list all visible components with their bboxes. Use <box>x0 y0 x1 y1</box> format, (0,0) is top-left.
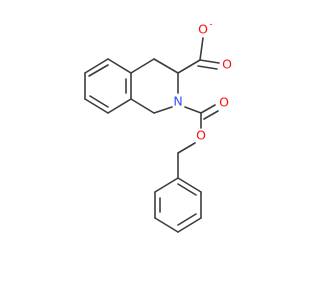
bond-single <box>153 106 173 114</box>
oxygen-atom-label: O <box>196 128 206 143</box>
nitrogen-atom-label: N <box>173 94 182 109</box>
bond-single <box>130 58 155 74</box>
oxygen-atom-label: O <box>219 95 229 110</box>
bond-single <box>130 98 155 114</box>
bond-single <box>177 59 201 74</box>
bond-aromatic-inner <box>88 64 109 77</box>
bond-aromatic <box>177 217 202 233</box>
bond-aromatic-inner <box>89 95 109 108</box>
bond-aromatic <box>177 177 202 193</box>
bond-double <box>203 110 219 120</box>
bond-single <box>153 58 179 74</box>
oxygen-atom-label: O <box>222 57 232 72</box>
bond-aromatic <box>107 98 132 114</box>
bond-single <box>184 106 202 114</box>
molecule-drawing: O - O N O O <box>84 20 232 233</box>
bond-double <box>197 65 218 70</box>
bond-double <box>200 104 216 114</box>
negative-charge-label: - <box>209 20 212 30</box>
oxygen-atom-label: O <box>198 22 208 37</box>
structure-canvas: O - O N O O <box>84 19 233 233</box>
bond-double <box>199 59 220 64</box>
bond-single <box>199 37 204 61</box>
bond-aromatic <box>154 217 179 233</box>
bond-layer <box>84 37 220 233</box>
bond-aromatic <box>154 177 179 193</box>
bond-aromatic <box>84 58 109 74</box>
bond-aromatic <box>84 98 109 114</box>
bond-aromatic-inner <box>177 213 197 226</box>
bond-aromatic <box>107 58 132 74</box>
bond-single <box>177 142 196 154</box>
bond-aromatic-inner <box>177 183 197 196</box>
